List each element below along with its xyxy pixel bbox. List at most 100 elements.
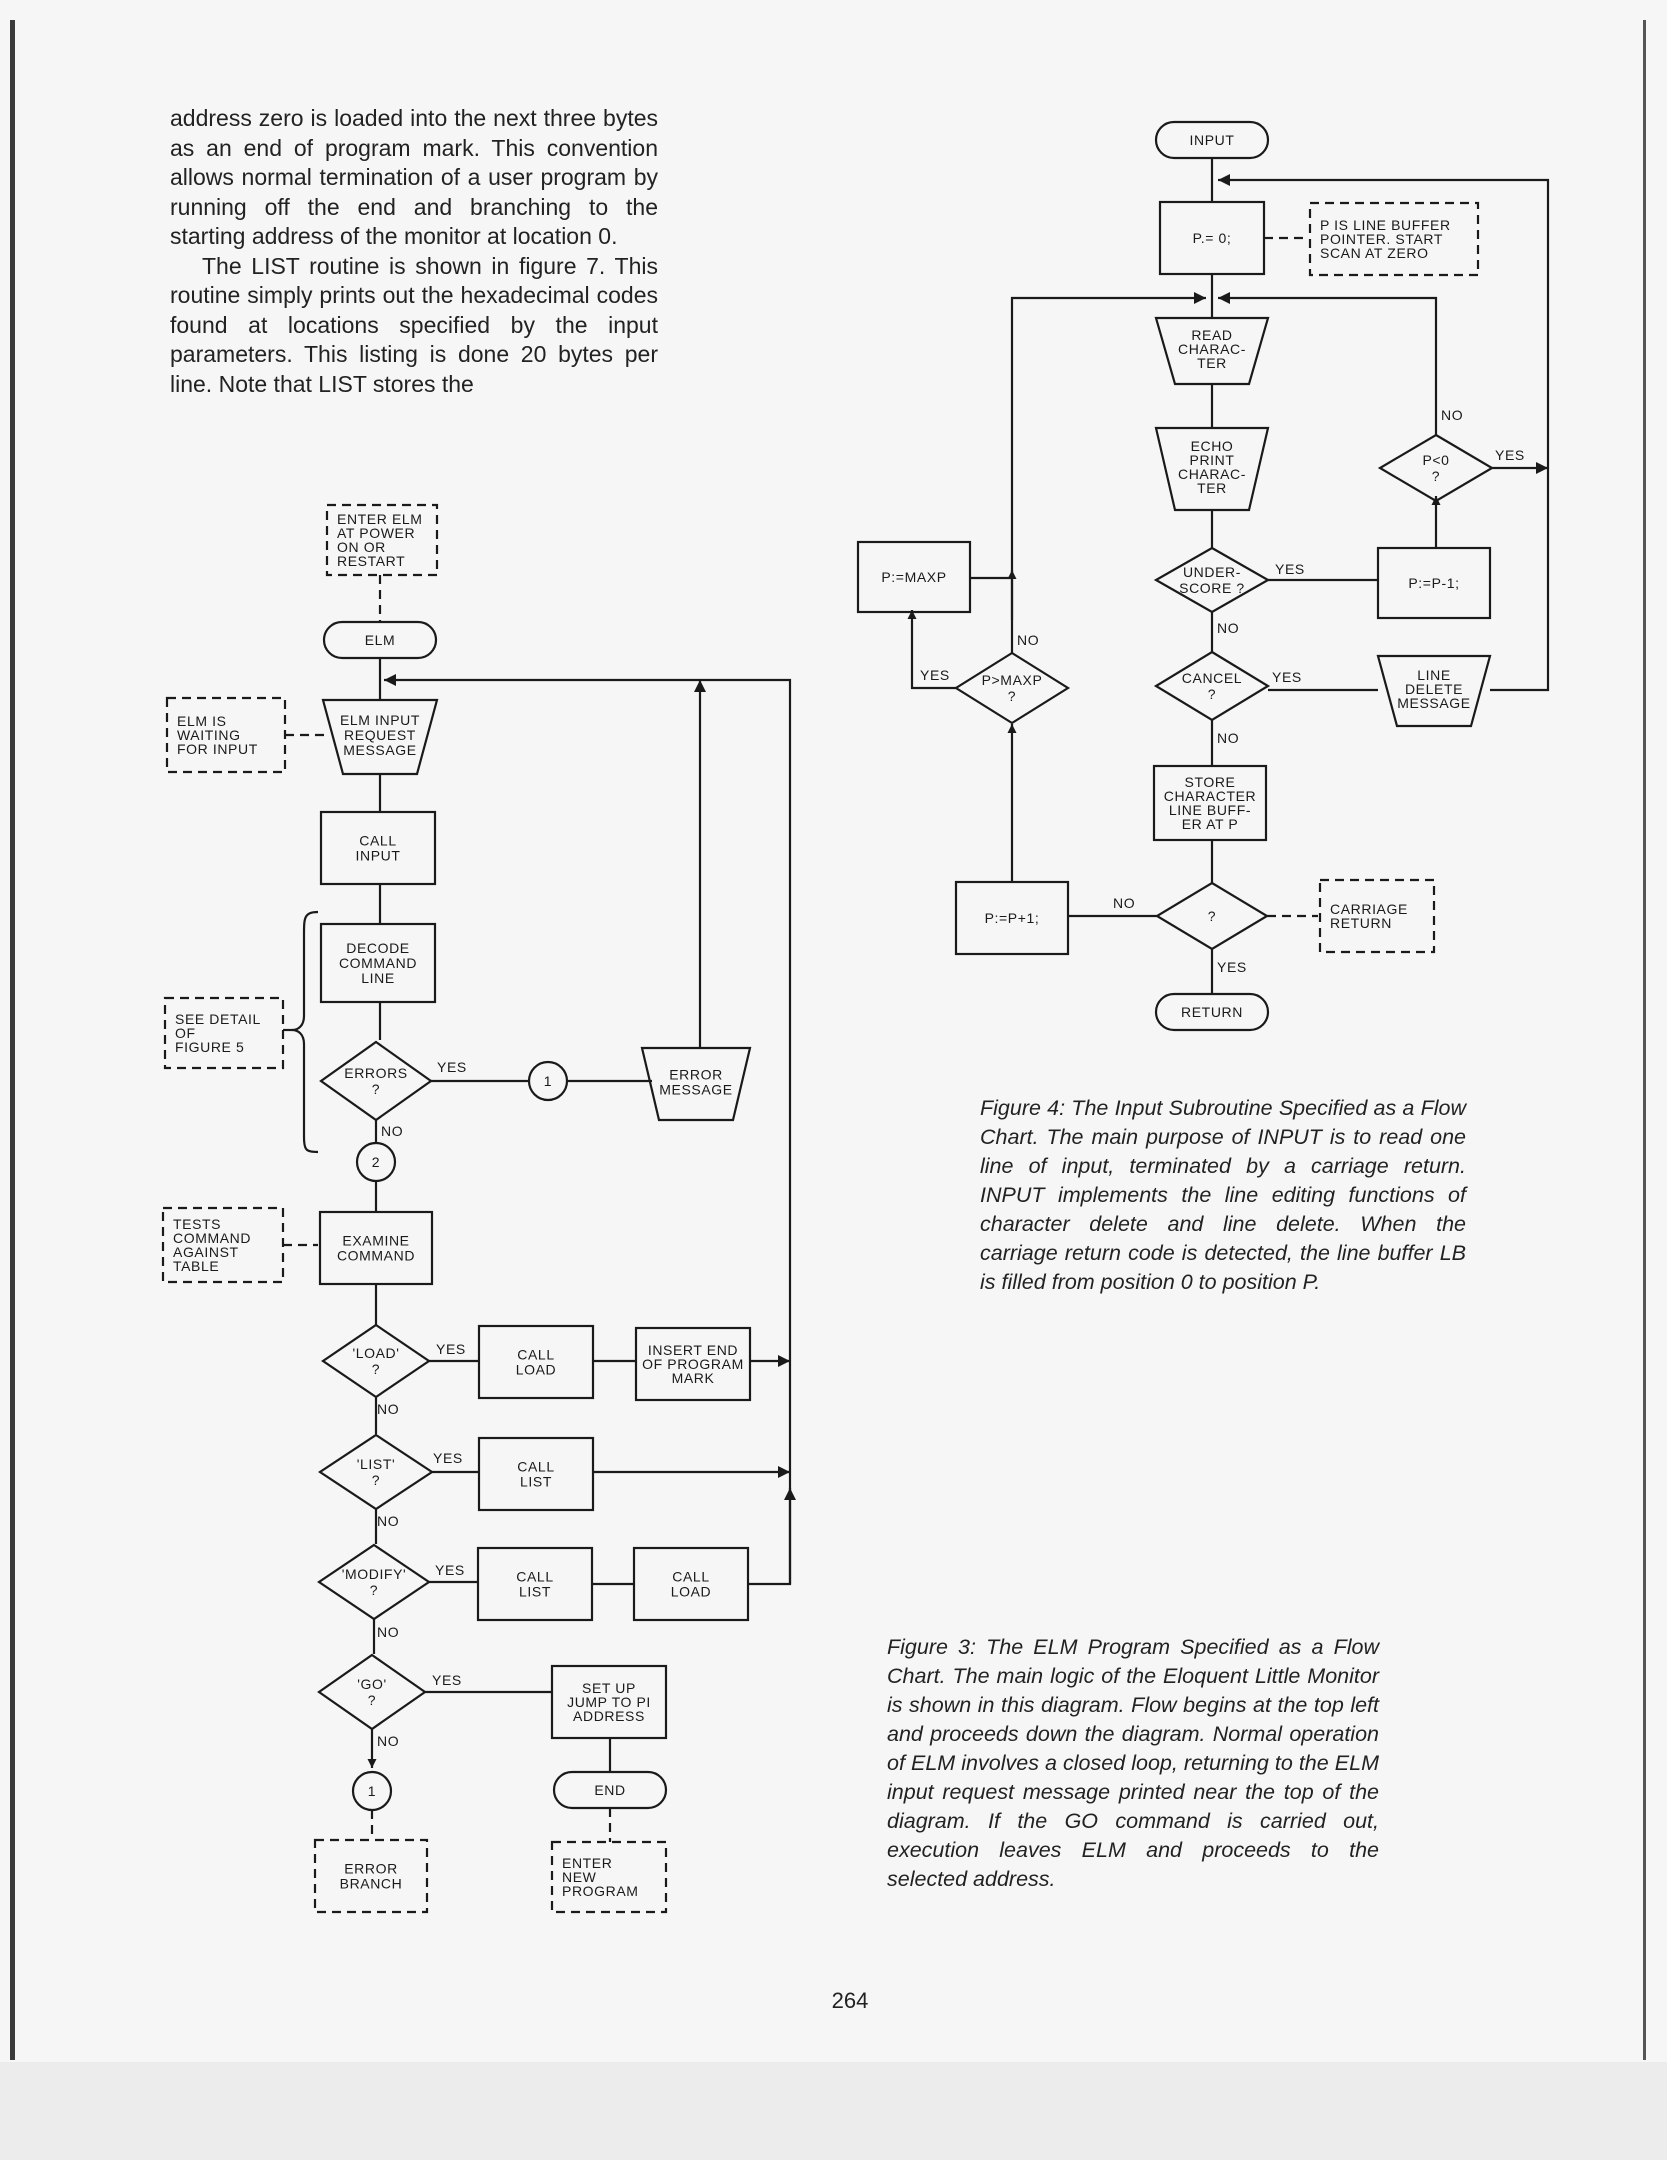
read-char-label-line-2: CHARAC- — [1178, 341, 1246, 357]
errors-no-label: NO — [381, 1123, 403, 1139]
modify-q-label-line-2: ? — [370, 1582, 378, 1598]
decode-box — [319, 922, 437, 1004]
enter-new-note-label-line-1: ENTER — [562, 1855, 612, 1871]
p-gt-maxp-label-line-1: P>MAXP — [982, 672, 1043, 688]
elm-waiting-note-label-line-2: WAITING — [177, 727, 241, 743]
p-maxp-label: P:=MAXP — [881, 569, 946, 585]
p-lt-0-label-line-1: P<0 — [1422, 452, 1449, 468]
see-detail-note-label-line-2: OF — [175, 1025, 196, 1041]
input-request-io — [321, 698, 439, 776]
p-lt-0-label-line-2: ? — [1432, 468, 1440, 484]
p-minus-box — [1376, 546, 1492, 620]
enter-elm-note-label-line-1: ENTER ELM — [337, 511, 423, 527]
setup-jump-label-line-2: JUMP TO PI — [567, 1694, 651, 1710]
page-edge-right — [1643, 20, 1646, 2060]
errors-label-line-1: ERRORS — [344, 1065, 408, 1081]
line-delete-io — [1376, 654, 1492, 728]
page-number: 264 — [831, 1988, 869, 2013]
error-message-io — [640, 1046, 752, 1122]
line-delete-label-line-2: DELETE — [1405, 681, 1463, 697]
call-input-label-line-1: CALL — [359, 833, 396, 849]
modify-q-label-line-1: 'MODIFY' — [342, 1566, 407, 1582]
call-load-2-label-line-2: LOAD — [671, 1584, 712, 1600]
line-delete-return-loop — [1218, 174, 1550, 692]
enter-elm-note-label-line-3: ON OR — [337, 539, 386, 555]
go-yes-label: YES — [432, 1672, 462, 1688]
body-text: address zero is loaded into the next thr… — [170, 104, 658, 399]
connector-2-connector — [355, 1141, 397, 1183]
errors-label-line-2: ? — [372, 1081, 380, 1097]
tests-note-box — [161, 1206, 285, 1284]
decode-label-line-1: DECODE — [346, 940, 410, 956]
call-load-box — [477, 1324, 595, 1400]
page-edge-left — [10, 20, 15, 2060]
echo-print-label-line-2: PRINT — [1190, 452, 1235, 468]
return-terminal — [1154, 992, 1270, 1032]
store-char-label-line-1: STORE — [1185, 774, 1236, 790]
error-branch-note-label-line-2: BRANCH — [340, 1876, 403, 1892]
call-input-box — [319, 810, 437, 886]
tests-note-label-line-1: TESTS — [173, 1216, 221, 1232]
p-note-label-line-3: SCAN AT ZERO — [1320, 245, 1429, 261]
cr-q-decision — [1154, 881, 1270, 951]
load-yes-label: YES — [436, 1341, 466, 1357]
underscore-decision — [1153, 546, 1271, 614]
enter-new-note-label-line-2: NEW — [562, 1869, 597, 1885]
figure-3-caption: Figure 3: The ELM Program Specified as a… — [887, 1635, 1379, 1891]
cancel-no-label: NO — [1217, 730, 1239, 746]
carriage-note-label-line-1: CARRIAGE — [1330, 901, 1408, 917]
error-message-label-line-1: ERROR — [669, 1067, 723, 1083]
connector-1-top-label: 1 — [544, 1073, 552, 1089]
figure-4-caption: Figure 4: The Input Subroutine Specified… — [980, 1096, 1466, 1294]
call-list-2-label-line-2: LIST — [519, 1584, 551, 1600]
store-char-label-line-3: LINE BUFF- — [1169, 802, 1251, 818]
decode-label-line-2: COMMAND — [339, 955, 417, 971]
cancel-decision — [1153, 650, 1271, 722]
see-detail-note-label-line-1: SEE DETAIL — [175, 1011, 261, 1027]
body-paragraph-1: address zero is loaded into the next thr… — [170, 105, 658, 249]
go-q-label-line-2: ? — [368, 1692, 376, 1708]
connector-2-label: 2 — [372, 1154, 380, 1170]
cr-q-label: ? — [1208, 908, 1216, 924]
examine-box — [318, 1210, 434, 1286]
input-request-label-line-2: REQUEST — [344, 727, 416, 743]
end-terminal — [552, 1770, 668, 1810]
echo-print-label-line-1: ECHO — [1191, 438, 1234, 454]
enter-elm-note-label-line-4: RESTART — [337, 553, 405, 569]
elm-label: ELM — [365, 632, 396, 648]
p-plus-box — [954, 880, 1070, 956]
p-gt-maxp-decision — [953, 651, 1071, 725]
errors-decision — [319, 1040, 433, 1122]
underscore-yes-label: YES — [1275, 561, 1305, 577]
go-q-label-line-1: 'GO' — [357, 1676, 387, 1692]
call-load-2-label-line-1: CALL — [672, 1569, 709, 1585]
underscore-no-label: NO — [1217, 620, 1239, 636]
p-gt-maxp-label-line-2: ? — [1008, 688, 1016, 704]
elm-waiting-note-box — [165, 696, 287, 774]
line-delete-label-line-1: LINE — [1417, 667, 1451, 683]
return-label: RETURN — [1181, 1004, 1243, 1020]
load-q-decision — [321, 1323, 431, 1399]
call-load-2-box — [632, 1546, 750, 1622]
input-request-label-line-3: MESSAGE — [343, 742, 416, 758]
see-detail-note-box — [163, 996, 285, 1070]
end-label: END — [594, 1782, 625, 1798]
line-delete-label-line-3: MESSAGE — [1397, 695, 1470, 711]
read-char-label-line-3: TER — [1197, 355, 1227, 371]
p-plus-label: P:=P+1; — [985, 910, 1040, 926]
enter-new-note-box — [550, 1840, 668, 1914]
list-q-label-line-1: 'LIST' — [357, 1456, 396, 1472]
p-gt-maxp-no-line — [1010, 292, 1206, 653]
modify-q-decision — [317, 1543, 431, 1621]
call-load-label-line-1: CALL — [517, 1347, 554, 1363]
p-lt-0-no-label: NO — [1441, 407, 1463, 423]
insert-end-label-line-1: INSERT END — [648, 1342, 738, 1358]
insert-end-label-line-2: OF PROGRAM — [642, 1356, 744, 1372]
p-maxp-box — [856, 540, 972, 614]
go-no-label: NO — [377, 1733, 399, 1749]
list-q-label-line-2: ? — [372, 1472, 380, 1488]
p-lt-0-decision — [1377, 433, 1495, 503]
tests-note-label-line-2: COMMAND — [173, 1230, 251, 1246]
modify-no-label: NO — [377, 1624, 399, 1640]
